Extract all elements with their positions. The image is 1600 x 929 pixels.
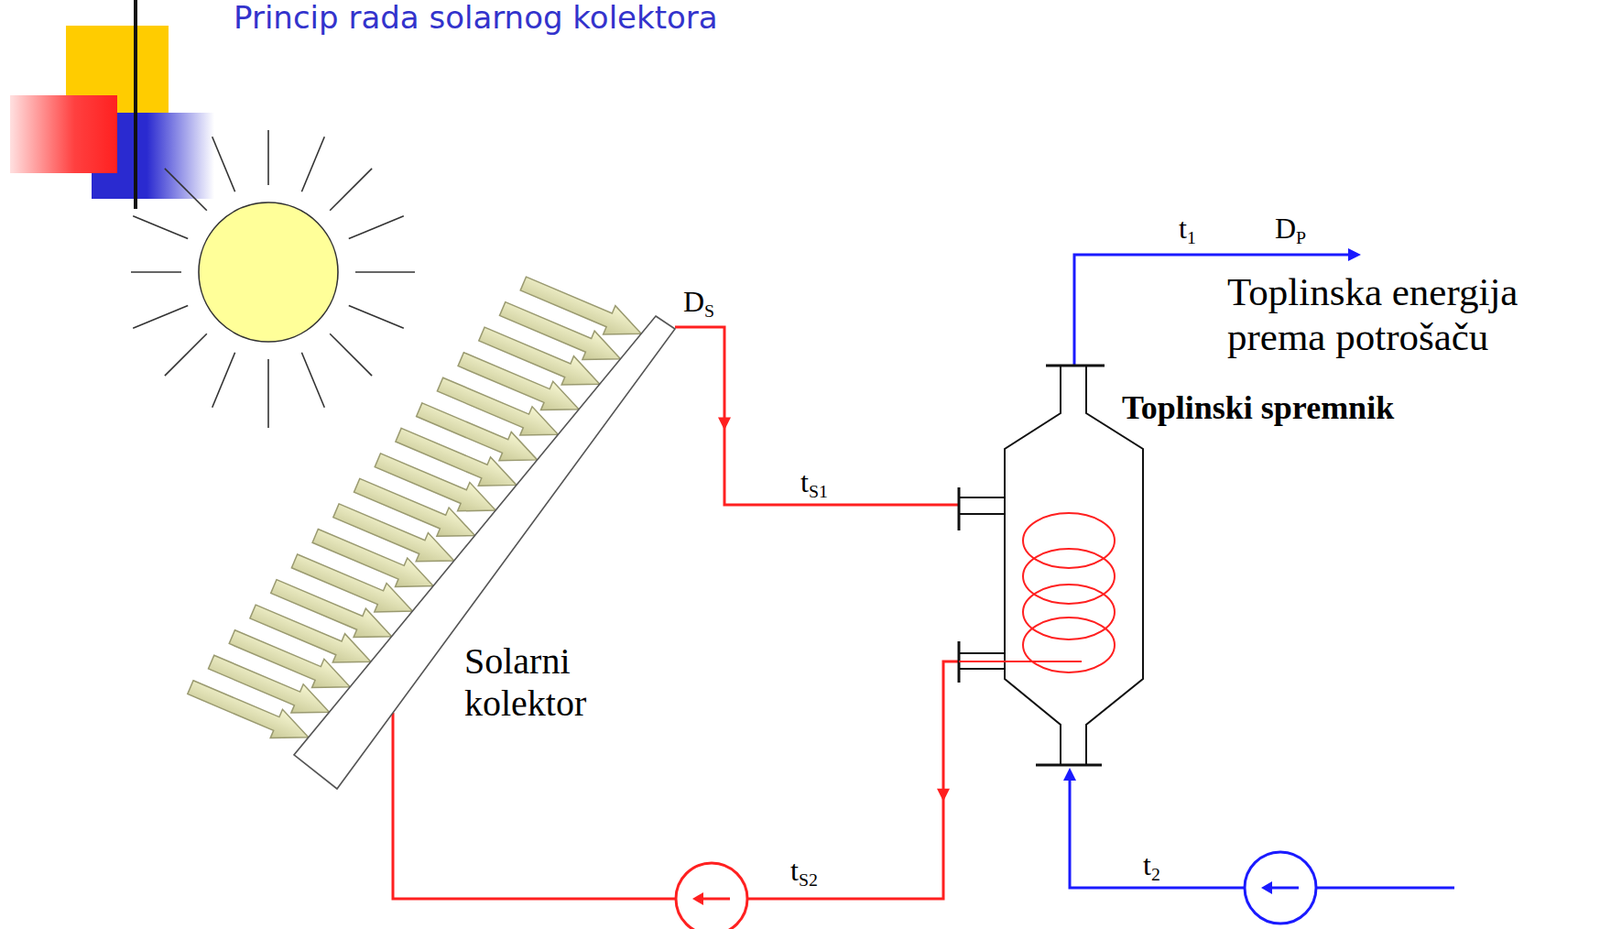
slide-title: Princip rada solarnog kolektora [233,0,719,36]
water-pump [1244,851,1317,924]
tank-label: Toplinski spremnik [1121,389,1394,427]
subscript: S [704,300,715,321]
temperature-symbol: tS2 [790,853,818,890]
sun-symbol [130,130,415,428]
temperature-symbol: tS1 [800,465,828,501]
temperature-symbol: t2 [1142,848,1161,884]
flow-symbol: DP [1274,211,1307,248]
slide-decoration [10,0,1600,209]
subscript: S2 [798,869,818,890]
temperature-symbol: t1 [1178,211,1197,248]
header-rule-vertical [133,0,138,209]
pipe-line [674,326,959,505]
subscript: 1 [1186,227,1197,248]
solar-flow-pipe [674,326,959,505]
storage-tank: Toplinski spremnik [958,365,1143,765]
header-rule [71,158,1600,163]
storage-tank-outline [958,365,1143,765]
collector-label: Solarni kolektor [464,640,639,725]
consumer-note: Toplinska energija prema potrošaču [1227,269,1590,360]
solar-loop-pump [675,862,748,929]
subscript: S1 [808,480,828,501]
flow-symbol: DS [683,284,715,321]
solar-collector: Solarni kolektor [293,315,675,789]
flow-arrowhead [718,417,731,431]
subscript: P [1295,227,1307,248]
subscript: 2 [1151,863,1161,884]
flow-arrowhead [936,788,950,802]
